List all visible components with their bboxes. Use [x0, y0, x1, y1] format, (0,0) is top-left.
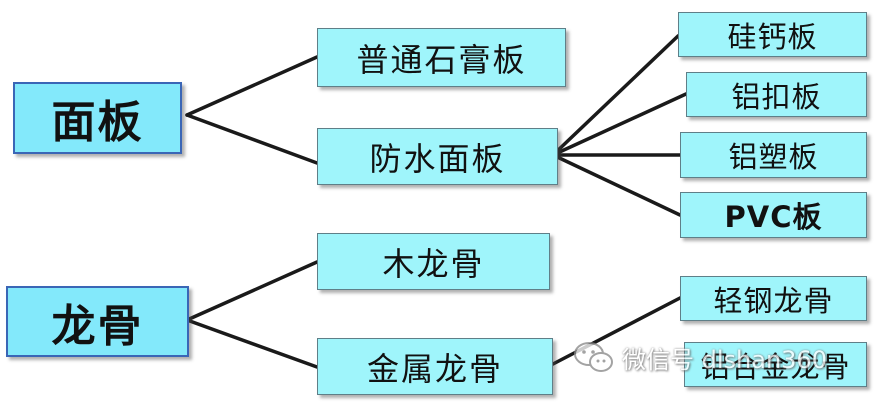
node-label: PVC板: [724, 200, 823, 234]
node-label: 面板: [51, 97, 144, 148]
node-label: 金属龙骨: [366, 349, 503, 388]
node-mulonggu: 木龙骨: [317, 233, 550, 290]
edge-fangshui-lvkou: [551, 92, 688, 157]
node-jinshu-longgu: 金属龙骨: [317, 338, 553, 395]
node-lvhejin-longgu: 铝合金龙骨: [684, 342, 867, 387]
node-label: 铝合金龙骨: [700, 349, 851, 384]
node-fangshui-mianban: 防水面板: [317, 128, 558, 185]
node-label: 木龙骨: [382, 244, 485, 283]
node-guigaiban: 硅钙板: [678, 12, 867, 57]
node-label: 轻钢龙骨: [713, 283, 834, 318]
node-label: 防水面板: [369, 139, 506, 178]
node-lvkouban: 铝扣板: [686, 72, 867, 117]
node-longgu: 龙骨: [6, 286, 189, 357]
edge-longgu-mu: [185, 260, 319, 322]
edge-jinshu-qinggang: [551, 296, 682, 366]
node-label: 龙骨: [51, 300, 144, 352]
edge-mianban-fangshui: [185, 113, 319, 165]
node-label: 铝扣板: [731, 79, 822, 114]
node-label: 硅钙板: [727, 19, 818, 54]
edge-fangshui-pvc: [551, 153, 682, 217]
edge-mianban-putong: [185, 55, 319, 117]
node-label: 普通石膏板: [356, 40, 527, 79]
node-qinggang-longgu: 轻钢龙骨: [680, 276, 867, 321]
node-pvcban: PVC板: [680, 192, 867, 238]
node-mianban: 面板: [13, 82, 182, 154]
connector-lines: [185, 34, 688, 369]
edge-fangshui-guigai: [551, 34, 680, 157]
node-lvsuban: 铝塑板: [680, 132, 867, 178]
edge-longgu-jinshu: [185, 318, 319, 369]
node-label: 铝塑板: [728, 140, 819, 174]
node-putong-shigaoban: 普通石膏板: [317, 28, 566, 87]
